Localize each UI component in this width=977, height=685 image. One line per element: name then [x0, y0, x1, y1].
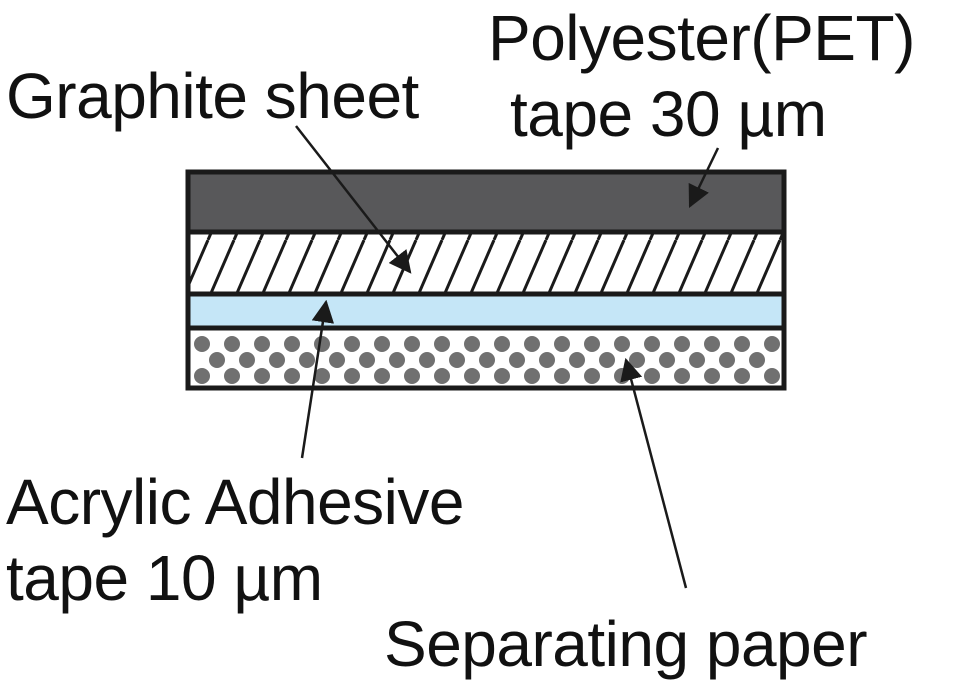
separating-paper-dot	[584, 368, 600, 384]
separating-paper-dot	[764, 336, 780, 352]
separating-paper-dot	[344, 368, 360, 384]
separating-paper-dot	[674, 368, 690, 384]
separating-paper-dot	[524, 336, 540, 352]
separating-paper-dot	[719, 352, 735, 368]
separating-paper-dot	[359, 352, 375, 368]
separating-paper-dot	[704, 368, 720, 384]
acrylic-adhesive-label-line1: Acrylic Adhesive	[6, 466, 464, 538]
separating-paper-dot	[464, 336, 480, 352]
separating-paper-dot	[344, 336, 360, 352]
separating-paper-label: Separating paper	[384, 608, 867, 680]
separating-paper-dot	[314, 368, 330, 384]
separating-paper-dot	[584, 336, 600, 352]
separating-paper-dot	[479, 352, 495, 368]
separating-paper-dot	[659, 352, 675, 368]
graphite-sheet-leader-arrow	[295, 125, 412, 274]
separating-paper-leader-arrow	[620, 357, 688, 589]
separating-paper-dot	[494, 368, 510, 384]
separating-paper-dot	[254, 336, 270, 352]
separating-paper-dot	[314, 336, 330, 352]
separating-paper-outline	[185, 325, 787, 391]
separating-paper-dot	[509, 352, 525, 368]
separating-paper-dot	[269, 352, 285, 368]
separating-paper-dot	[209, 352, 225, 368]
separating-paper-dot	[374, 336, 390, 352]
separating-paper-dot	[629, 352, 645, 368]
separating-paper-dot	[194, 368, 210, 384]
separating-paper-dot	[389, 352, 405, 368]
separating-paper-dot	[464, 368, 480, 384]
separating-paper-dot	[614, 336, 630, 352]
pet-tape-leader-arrow	[688, 147, 720, 209]
graphite-sheet-layer	[185, 229, 787, 297]
separating-paper-dot	[299, 352, 315, 368]
separating-paper-dot	[224, 368, 240, 384]
separating-paper-dot	[494, 336, 510, 352]
pet-tape-label-line2: tape 30 µm	[510, 78, 827, 150]
separating-paper-dot	[644, 336, 660, 352]
acrylic-adhesive-layer	[185, 291, 787, 331]
acrylic-adhesive-label-line2: tape 10 µm	[6, 542, 323, 614]
pet-tape-layer	[185, 169, 787, 235]
separating-paper-dot	[554, 368, 570, 384]
separating-paper-dot	[374, 368, 390, 384]
separating-paper-dot	[539, 352, 555, 368]
separating-paper-dot	[449, 352, 465, 368]
separating-paper-dot	[419, 352, 435, 368]
separating-paper-dot	[749, 352, 765, 368]
separating-paper-dot	[434, 368, 450, 384]
separating-paper-dot	[404, 368, 420, 384]
separating-paper-dot	[554, 336, 570, 352]
separating-paper-dot	[674, 336, 690, 352]
separating-paper-dot	[284, 368, 300, 384]
pet-tape-label-line1: Polyester(PET)	[488, 2, 915, 74]
separating-paper-dot	[284, 336, 300, 352]
separating-paper-dot	[524, 368, 540, 384]
separating-paper-dot	[404, 336, 420, 352]
separating-paper-dot	[734, 336, 750, 352]
separating-paper-dots	[194, 336, 780, 384]
separating-paper-dot	[689, 352, 705, 368]
separating-paper-dot	[569, 352, 585, 368]
separating-paper-dot	[194, 336, 210, 352]
separating-paper-dot	[599, 352, 615, 368]
separating-paper-dot	[329, 352, 345, 368]
separating-paper-dot	[764, 368, 780, 384]
separating-paper-dot	[434, 336, 450, 352]
separating-paper-dot	[704, 336, 720, 352]
separating-paper-dot	[239, 352, 255, 368]
separating-paper-dot	[644, 368, 660, 384]
separating-paper-dot	[734, 368, 750, 384]
separating-paper-dot	[254, 368, 270, 384]
graphite-sheet-label: Graphite sheet	[6, 60, 420, 132]
separating-paper-dot	[224, 336, 240, 352]
acrylic-adhesive-leader-arrow	[300, 299, 335, 459]
